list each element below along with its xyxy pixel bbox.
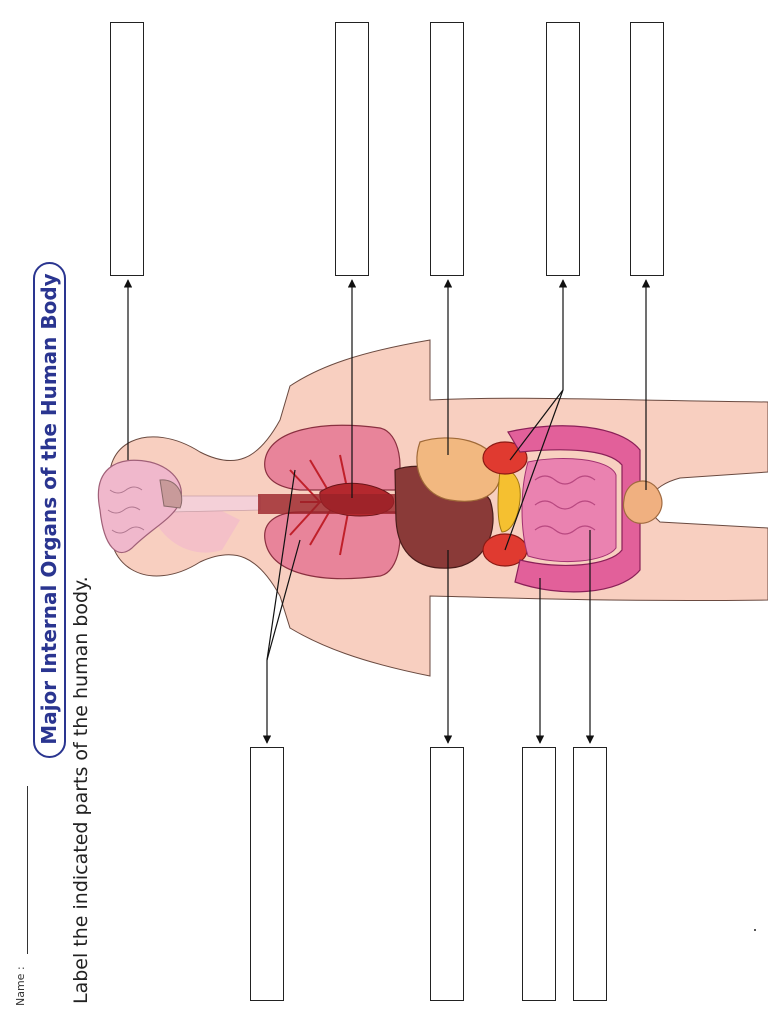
page-mark — [754, 929, 756, 931]
label-box-kidneys[interactable] — [546, 22, 580, 276]
left-lung-organ — [264, 424, 401, 491]
label-box-stomach[interactable] — [430, 22, 464, 276]
aorta — [258, 494, 408, 514]
bladder-organ — [622, 480, 663, 524]
trachea — [169, 495, 261, 513]
label-box-large-intestine[interactable] — [522, 747, 556, 1001]
label-box-brain[interactable] — [110, 22, 144, 276]
label-box-small-intestine[interactable] — [573, 747, 607, 1001]
title-frame — [33, 262, 66, 758]
label-box-lungs[interactable] — [250, 747, 284, 1001]
large-intestine-organ — [507, 425, 641, 593]
label-box-bladder[interactable] — [630, 22, 664, 276]
kidney-left-organ — [482, 441, 528, 475]
brain-organ — [97, 459, 183, 554]
label-box-liver[interactable] — [430, 747, 464, 1001]
small-intestine-organ — [521, 458, 617, 563]
name-input-line[interactable] — [27, 786, 28, 954]
label-box-heart[interactable] — [335, 22, 369, 276]
stomach-organ — [416, 437, 501, 502]
pancreas-organ — [497, 469, 521, 533]
